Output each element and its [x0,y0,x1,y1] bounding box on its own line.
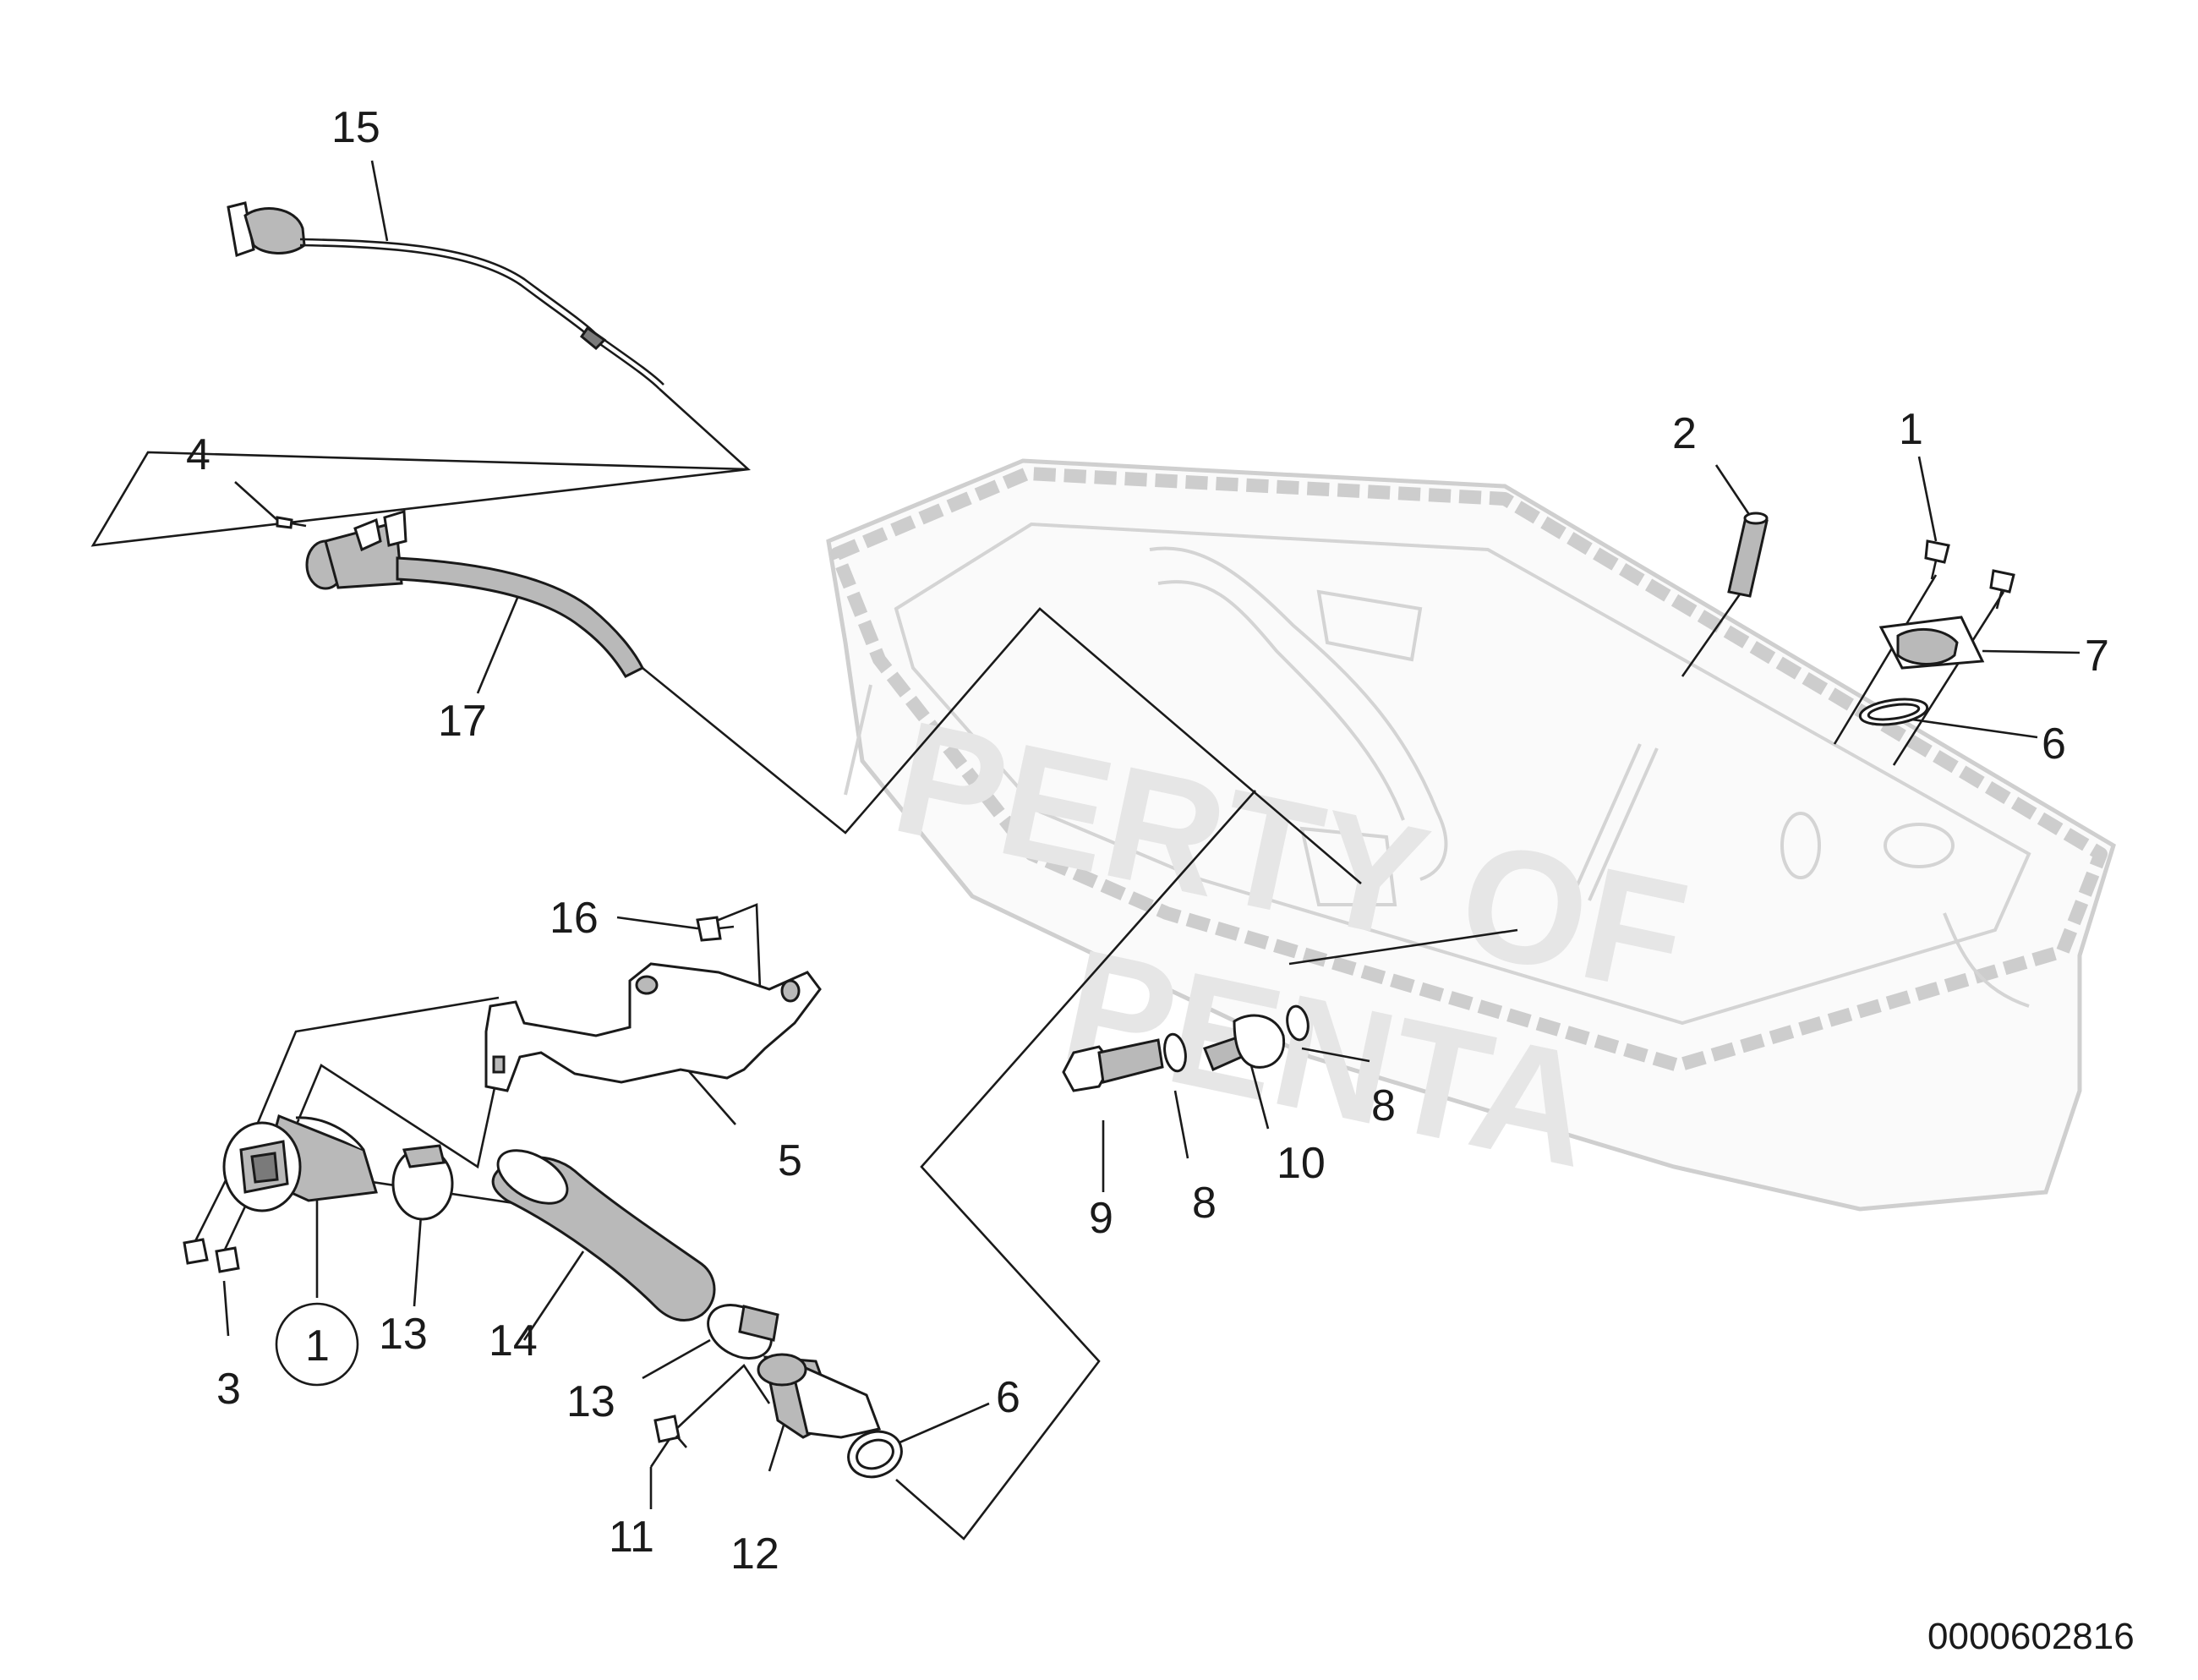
callout-16: 16 [550,894,599,943]
callout-7: 7 [2085,632,2109,681]
drain-plug [1062,1038,1164,1092]
sealing-washer-8-left [1163,1032,1187,1073]
sealing-washer-8-right [1286,1004,1310,1042]
callout-3: 3 [216,1365,241,1414]
callout-1-circled: 1 [305,1322,330,1371]
oil-pan [826,458,2116,1212]
hose-clamp-left [391,1144,454,1221]
hose [491,1149,716,1322]
screw-4 [276,516,307,529]
dipstick-tube [305,510,645,678]
callout-2: 2 [1672,409,1697,458]
callout-8-left: 8 [1192,1179,1217,1228]
bolts-3 [183,1238,240,1273]
bracket [484,962,822,1092]
callout-14: 14 [489,1316,538,1365]
callout-1-top: 1 [1899,405,1923,454]
callout-13-left: 13 [379,1310,428,1359]
dipstick [227,201,664,390]
dowel-pin [1727,512,1769,598]
bolts-1 [1924,539,2015,610]
callouts: 15 4 17 2 1 7 6 16 5 8 10 8 9 3 13 14 13… [186,103,2109,1579]
callout-11: 11 [609,1513,654,1562]
gasket-ring-right [1858,698,1929,726]
filler-neck [222,1114,378,1212]
hose-clamp-right [707,1304,779,1360]
cover-plate [1878,616,1985,670]
callout-17: 17 [438,697,487,746]
callout-5: 5 [778,1136,802,1185]
callout-13-right: 13 [566,1377,615,1426]
callout-circle [275,1302,359,1387]
callout-12: 12 [730,1530,779,1579]
o-ring-left [847,1430,903,1479]
callout-15: 15 [331,103,380,152]
bolt-11 [653,1415,687,1448]
callout-6-left: 6 [996,1373,1020,1422]
callout-8-right: 8 [1371,1081,1396,1130]
callout-4: 4 [186,430,211,479]
callout-10: 10 [1277,1139,1326,1188]
bolt-16 [696,916,735,942]
reference-number: 0000602816 [1927,1616,2135,1657]
adapter-12 [757,1353,882,1439]
callout-9: 9 [1089,1194,1113,1243]
callout-6-right: 6 [2042,720,2066,769]
adapter-10 [1203,1014,1286,1072]
